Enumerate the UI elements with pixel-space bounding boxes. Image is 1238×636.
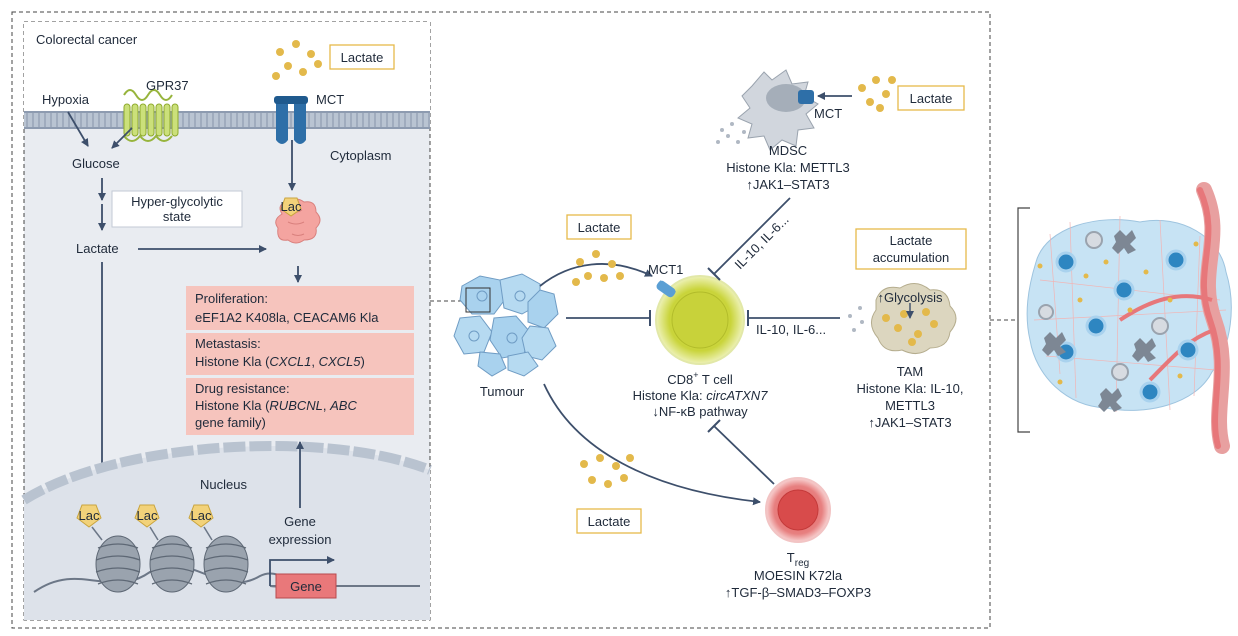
tumour-zoom-box	[465, 287, 491, 313]
cytoplasm-label: Cytoplasm	[330, 148, 391, 163]
outcome-drug-resistance: Drug resistance: Histone Kla (RUBCNL, AB…	[186, 378, 414, 435]
cd8-pathway: ↓NF-κB pathway	[652, 404, 748, 419]
lactate-dots-top	[272, 40, 322, 80]
outcome-proliferation: Proliferation: eEF1A2 K408la, CEACAM6 Kl…	[186, 286, 414, 330]
hyperglycolytic-line2: state	[163, 209, 191, 224]
outcome-drug-resistance-detail: Histone Kla (RUBCNL, ABC	[195, 398, 357, 413]
mct1-label: MCT1	[648, 262, 683, 277]
tam-glycolysis: ↑Glycolysis	[877, 290, 943, 305]
lactate-dots-mdsc	[858, 76, 896, 112]
mdsc-inhibits-cd8	[713, 197, 791, 275]
lactate-box-mdsc	[897, 85, 965, 111]
nucleosome-3-icon	[203, 535, 249, 593]
lactate-box-mdsc-label: Lactate	[910, 91, 953, 106]
lactate-box-cd8	[566, 214, 632, 240]
hyperglycolytic-line1: Hyper-glycolytic	[131, 194, 223, 209]
tumour-label: Tumour	[480, 384, 525, 399]
outer-frame	[11, 11, 991, 629]
outcome-proliferation-detail: eEF1A2 K408la, CEACAM6 Kla	[195, 310, 379, 325]
outcome-drug-resistance-title: Drug resistance:	[195, 381, 290, 396]
mdsc-cytokines: IL-10, IL-6...	[732, 212, 792, 272]
outcome-metastasis-title: Metastasis:	[195, 336, 261, 351]
nucleosome-1-icon	[95, 535, 141, 593]
tissue-bracket	[1017, 207, 1030, 433]
lac-badge-histone-1: Lac	[76, 504, 103, 541]
mct-label: MCT	[316, 92, 344, 107]
hypoxia-arrow	[67, 111, 89, 147]
tumour-tissue-illustration	[1026, 182, 1232, 454]
mdsc-histone: Histone Kla: METTL3	[726, 160, 850, 175]
lactate-dots-treg	[580, 454, 634, 488]
treg-inhibits-cd8	[713, 425, 775, 485]
cd8-histone: Histone Kla: circATXN7	[633, 388, 769, 403]
outcome-metastasis: Metastasis: Histone Kla (CXCL1, CXCL5)	[186, 333, 414, 375]
glucose-label: Glucose	[72, 156, 120, 171]
nucleosome-2-icon	[149, 535, 195, 593]
tam-histone-2: METTL3	[885, 398, 935, 413]
lac-badge-protein-label: Lac	[281, 199, 302, 214]
lactate-accumulation-line2: accumulation	[873, 250, 950, 265]
lactate-dots-cd8	[572, 250, 624, 286]
extracellular-space	[24, 22, 430, 118]
tam-pathway: ↑JAK1–STAT3	[868, 415, 951, 430]
gpr37-arrow	[111, 127, 133, 149]
lactate-label: Lactate	[76, 241, 119, 256]
gpr37-label: GPR37	[146, 78, 189, 93]
mdsc-mct-label: MCT	[814, 106, 842, 121]
gpr37-receptor-icon	[123, 89, 179, 142]
tam-histone: Histone Kla: IL-10,	[857, 381, 964, 396]
nuclear-envelope	[21, 441, 432, 505]
mct-channel-icon	[274, 96, 308, 144]
mdsc-cell-icon	[716, 69, 819, 151]
lactate-box-panel	[329, 44, 395, 70]
tam-cell-icon	[848, 283, 957, 354]
panel-title: Colorectal cancer	[36, 32, 138, 47]
treg-name: Treg	[787, 550, 809, 569]
treg-cell-icon	[765, 477, 831, 543]
tumour-cluster-icon	[453, 273, 559, 377]
mdsc-mct-icon	[798, 90, 814, 104]
cell-membrane	[24, 112, 430, 128]
tam-cytokines: IL-10, IL-6...	[756, 322, 826, 337]
lactate-box-panel-label: Lactate	[341, 50, 384, 65]
lactate-accumulation-line1: Lactate	[890, 233, 933, 248]
hypoxia-label: Hypoxia	[42, 92, 90, 107]
tam-name: TAM	[897, 364, 923, 379]
tumour-lactate-to-cd8-arrow	[539, 263, 653, 287]
outcome-metastasis-detail: Histone Kla (CXCL1, CXCL5)	[195, 354, 365, 369]
transcription-arrow	[269, 556, 335, 586]
lac-badge-histone-2: Lac	[134, 504, 160, 541]
lactate-box-treg-label: Lactate	[588, 514, 631, 529]
cd8-name: CD8+ T cell	[667, 370, 733, 387]
lac-badge-protein	[280, 197, 302, 217]
lactate-box-cd8-label: Lactate	[578, 220, 621, 235]
mdsc-pathway: ↑JAK1–STAT3	[746, 177, 829, 192]
gene-box	[275, 573, 337, 599]
lactate-box-treg	[576, 508, 642, 534]
svg-text:Lac: Lac	[191, 508, 212, 523]
cd8-t-cell-icon	[655, 275, 745, 365]
gene-label: Gene	[290, 579, 322, 594]
gene-expression-line1: Gene	[284, 514, 316, 529]
lac-badge-histone-3: Lac	[188, 504, 214, 541]
nucleus-label: Nucleus	[200, 477, 247, 492]
mdsc-name: MDSC	[769, 143, 807, 158]
outcome-proliferation-title: Proliferation:	[195, 291, 268, 306]
lactate-accumulation-box	[855, 228, 967, 270]
treg-pathway: ↑TGF-β–SMAD3–FOXP3	[725, 585, 871, 600]
treg-modification: MOESIN K72la	[754, 568, 843, 583]
outcome-drug-resistance-detail-2: gene family)	[195, 415, 266, 430]
svg-text:Lac: Lac	[137, 508, 158, 523]
hyperglycolytic-box	[111, 190, 243, 228]
colorectal-cancer-panel: Colorectal cancer GPR37 Hypoxia Glucose …	[21, 21, 432, 621]
gene-expression-line2: expression	[269, 532, 332, 547]
svg-text:Lac: Lac	[79, 508, 100, 523]
tumour-lactate-to-treg-arrow	[543, 383, 761, 506]
